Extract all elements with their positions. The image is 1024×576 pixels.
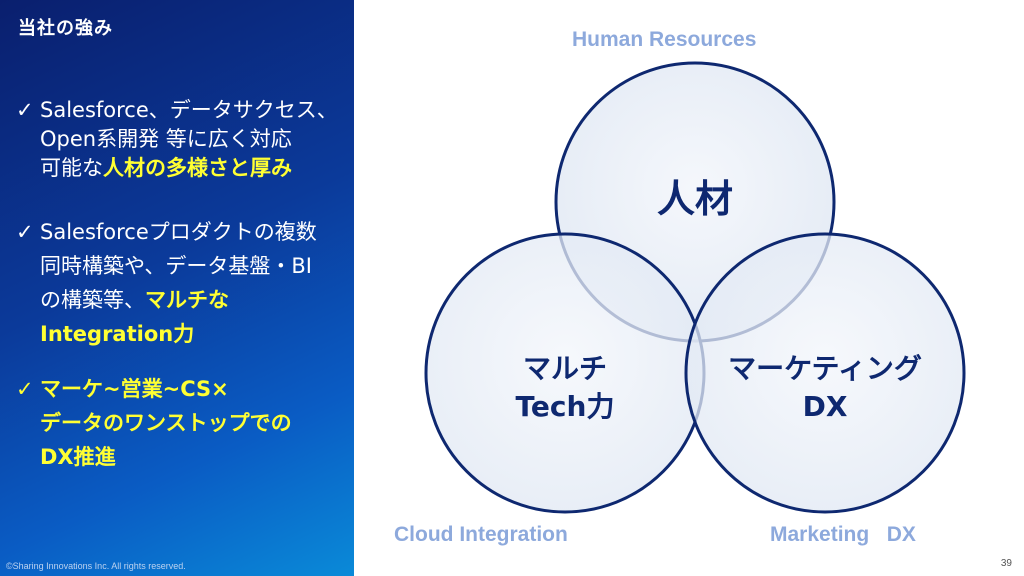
bullet-2-plain: の構築等、 [40, 288, 145, 312]
circle-label-jinzai: 人材 [656, 177, 733, 221]
marketing-dx-line-1: マーケティング [728, 352, 922, 385]
venn-diagram [424, 61, 966, 514]
bullet-1-line-2: Open系開発 等に広く対応 [40, 127, 292, 151]
strength-bullet-3: ✓ マーケ~営業~CS× データのワンストップでの DX推進 [16, 372, 361, 474]
check-icon: ✓ [16, 377, 34, 401]
bullet-2-line-3: の構築等、マルチな [40, 283, 361, 317]
copyright-notice: ©Sharing Innovations Inc. All rights res… [6, 561, 186, 571]
bullet-3-line-2: データのワンストップでの [40, 411, 292, 435]
strengths-panel: 当社の強み ✓ Salesforce、データサクセス、 Open系開発 等に広く… [0, 0, 354, 576]
bullet-2-line-1: Salesforceプロダクトの複数 [40, 220, 317, 244]
label-human-resources: Human Resources [572, 28, 757, 51]
bullet-1-plain: 可能な [40, 156, 103, 180]
check-icon: ✓ [16, 220, 34, 244]
bullet-2-highlight: マルチな [145, 288, 229, 312]
bullet-1-line-3: 可能な人材の多様さと厚み [40, 154, 361, 183]
strength-bullet-2: ✓ Salesforceプロダクトの複数 同時構築や、データ基盤・BI の構築等… [16, 215, 361, 351]
multi-tech-line-2: Tech力 [515, 390, 615, 423]
panel-title: 当社の強み [18, 18, 113, 39]
marketing-dx-line-2: DX [802, 390, 848, 423]
bullet-2-line-2: 同時構築や、データ基盤・BI [40, 254, 312, 278]
page-number: 39 [1000, 558, 1012, 569]
check-icon: ✓ [16, 98, 34, 122]
bullet-3-line-3: DX推進 [40, 445, 116, 469]
bullet-2-line-4: Integration力 [40, 322, 195, 346]
multi-tech-line-1: マルチ [522, 352, 607, 385]
venn-circle-marketing-dx [684, 232, 966, 514]
label-cloud-integration: Cloud Integration [394, 523, 568, 546]
circle-label-marketing-dx: マーケティング DX [715, 350, 935, 426]
strength-bullet-1: ✓ Salesforce、データサクセス、 Open系開発 等に広く対応 可能な… [16, 96, 361, 183]
circle-label-multi-tech: マルチ Tech力 [485, 350, 645, 426]
bullet-3-line-1: マーケ~営業~CS× [40, 377, 229, 401]
bullet-1-highlight: 人材の多様さと厚み [103, 156, 292, 180]
label-marketing-dx: Marketing DX [770, 523, 916, 546]
bullet-1-line-1: Salesforce、データサクセス、 [40, 98, 338, 122]
